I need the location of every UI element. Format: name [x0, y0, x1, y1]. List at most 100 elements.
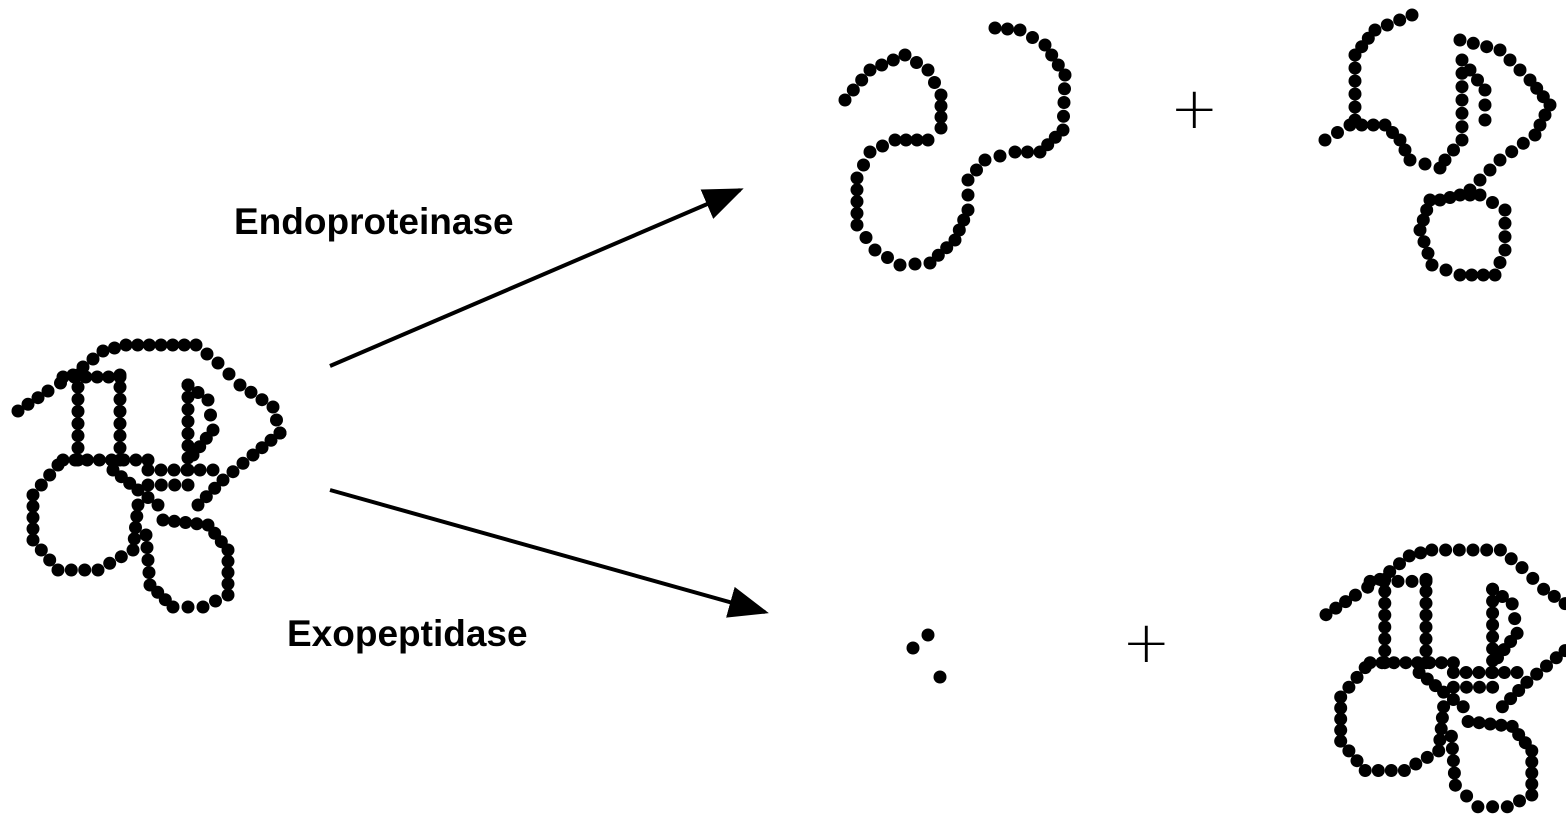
amino-acid-bead	[113, 441, 127, 455]
amino-acid-bead	[221, 588, 235, 602]
amino-acid-bead	[1378, 584, 1392, 598]
amino-acid-bead	[1378, 620, 1392, 634]
amino-acid-bead	[1495, 700, 1509, 714]
amino-acid-bead	[167, 463, 181, 477]
amino-acid-bead	[1466, 543, 1480, 557]
amino-acid-bead	[1525, 744, 1539, 758]
intact-protein	[11, 338, 287, 614]
amino-acid-bead	[1515, 561, 1529, 575]
endoproteinase-label: Endoproteinase	[234, 201, 514, 242]
amino-acid-bead	[961, 188, 975, 202]
amino-acid-bead	[177, 338, 191, 352]
amino-acid-bead	[1348, 61, 1362, 75]
amino-acid-bead	[1348, 100, 1362, 114]
amino-acid-bead	[1444, 729, 1458, 743]
amino-acid-bead	[189, 338, 203, 352]
amino-acid-bead	[209, 594, 222, 608]
amino-acid-bead	[246, 448, 260, 462]
amino-acid-bead	[1446, 666, 1460, 679]
amino-acid-bead	[141, 453, 155, 467]
amino-acid-bead	[1486, 582, 1500, 596]
amino-acid-bead	[1498, 230, 1512, 244]
amino-acid-bead	[1348, 87, 1362, 101]
amino-acid-bead	[1463, 188, 1477, 202]
amino-acid-bead	[71, 417, 85, 431]
amino-acid-bead	[1378, 608, 1392, 622]
amino-acid-bead	[193, 463, 207, 477]
amino-acid-bead	[1478, 113, 1492, 127]
amino-acid-bead	[221, 577, 235, 591]
amino-acid-bead	[1358, 661, 1372, 675]
amino-acid-bead	[1393, 13, 1407, 27]
amino-acid-bead	[886, 53, 900, 67]
amino-acid-bead	[1419, 608, 1433, 622]
amino-acid-bead	[1403, 153, 1417, 167]
amino-acid-bead	[141, 478, 155, 492]
amino-acid-bead	[1419, 620, 1433, 634]
amino-acid-bead	[1425, 543, 1439, 557]
amino-acid-bead	[1397, 764, 1411, 777]
amino-acid-bead	[1543, 98, 1557, 112]
amino-acid-bead	[910, 56, 923, 69]
amino-acid-bead	[1057, 109, 1070, 123]
amino-acid-bead	[1525, 777, 1539, 791]
amino-acid-bead	[1348, 74, 1362, 88]
amino-acid-bead	[1512, 684, 1526, 697]
amino-acid-bead	[1455, 80, 1469, 94]
amino-acid-bead	[1334, 723, 1348, 737]
amino-acid-bead	[1486, 642, 1500, 656]
amino-acid-bead	[126, 543, 140, 557]
amino-acid-bead	[221, 566, 235, 579]
amino-acid-bead	[1486, 196, 1499, 209]
amino-acid-bead	[1525, 766, 1539, 780]
amino-acid-bead	[1423, 656, 1437, 670]
amino-acid-bead	[1434, 722, 1448, 736]
exopeptidase-label: Exopeptidase	[287, 613, 528, 654]
amino-acid-bead	[129, 453, 143, 467]
amino-acid-bead	[893, 258, 907, 272]
amino-acid-bead	[71, 392, 85, 406]
amino-acid-bead	[1480, 40, 1494, 54]
amino-acid-bead	[1549, 651, 1563, 665]
amino-acid-bead	[264, 433, 278, 447]
amino-acid-bead	[1508, 612, 1522, 626]
released-amino-acids	[906, 628, 947, 684]
amino-acid-bead	[1446, 693, 1460, 706]
amino-acid-bead	[181, 414, 195, 428]
amino-acid-bead	[142, 338, 156, 352]
amino-acid-bead	[934, 99, 948, 113]
amino-acid-bead	[850, 218, 864, 232]
amino-acid-bead	[273, 426, 287, 440]
amino-acid-bead	[222, 367, 236, 381]
amino-acid-bead	[1366, 118, 1380, 132]
amino-acid-bead	[1056, 123, 1070, 137]
amino-acid-bead	[190, 517, 204, 531]
amino-acid-bead	[181, 439, 195, 453]
amino-acid-bead	[181, 600, 195, 614]
amino-acid-bead	[21, 397, 35, 411]
amino-acid-bead	[1419, 584, 1433, 598]
amino-acid-bead	[179, 516, 192, 529]
amino-acid-bead	[1418, 157, 1432, 171]
amino-acid-bead	[1350, 754, 1364, 768]
amino-acid-bead	[1350, 670, 1364, 684]
amino-acid-bead	[921, 133, 935, 147]
amino-acid-bead	[113, 380, 127, 394]
amino-acid-bead	[1498, 243, 1512, 257]
amino-acid-bead	[1513, 794, 1526, 808]
amino-acid-bead	[1486, 654, 1500, 668]
amino-acid-bead	[1453, 268, 1467, 282]
amino-acid-bead	[1445, 742, 1459, 755]
amino-acid-bead	[270, 413, 283, 427]
amino-acid-bead	[850, 171, 864, 185]
amino-acid-bead	[151, 498, 165, 512]
amino-acid-bead	[211, 356, 225, 370]
amino-acid-bead	[1342, 744, 1356, 758]
amino-acid-bead	[1486, 606, 1500, 620]
amino-acid-bead	[1486, 630, 1500, 644]
endoproteinase-arrow	[329, 188, 744, 368]
amino-acid-bead	[255, 393, 269, 407]
amino-acid-bead	[168, 478, 182, 492]
amino-acid-bead	[881, 251, 894, 264]
amino-acid-bead	[41, 384, 55, 398]
